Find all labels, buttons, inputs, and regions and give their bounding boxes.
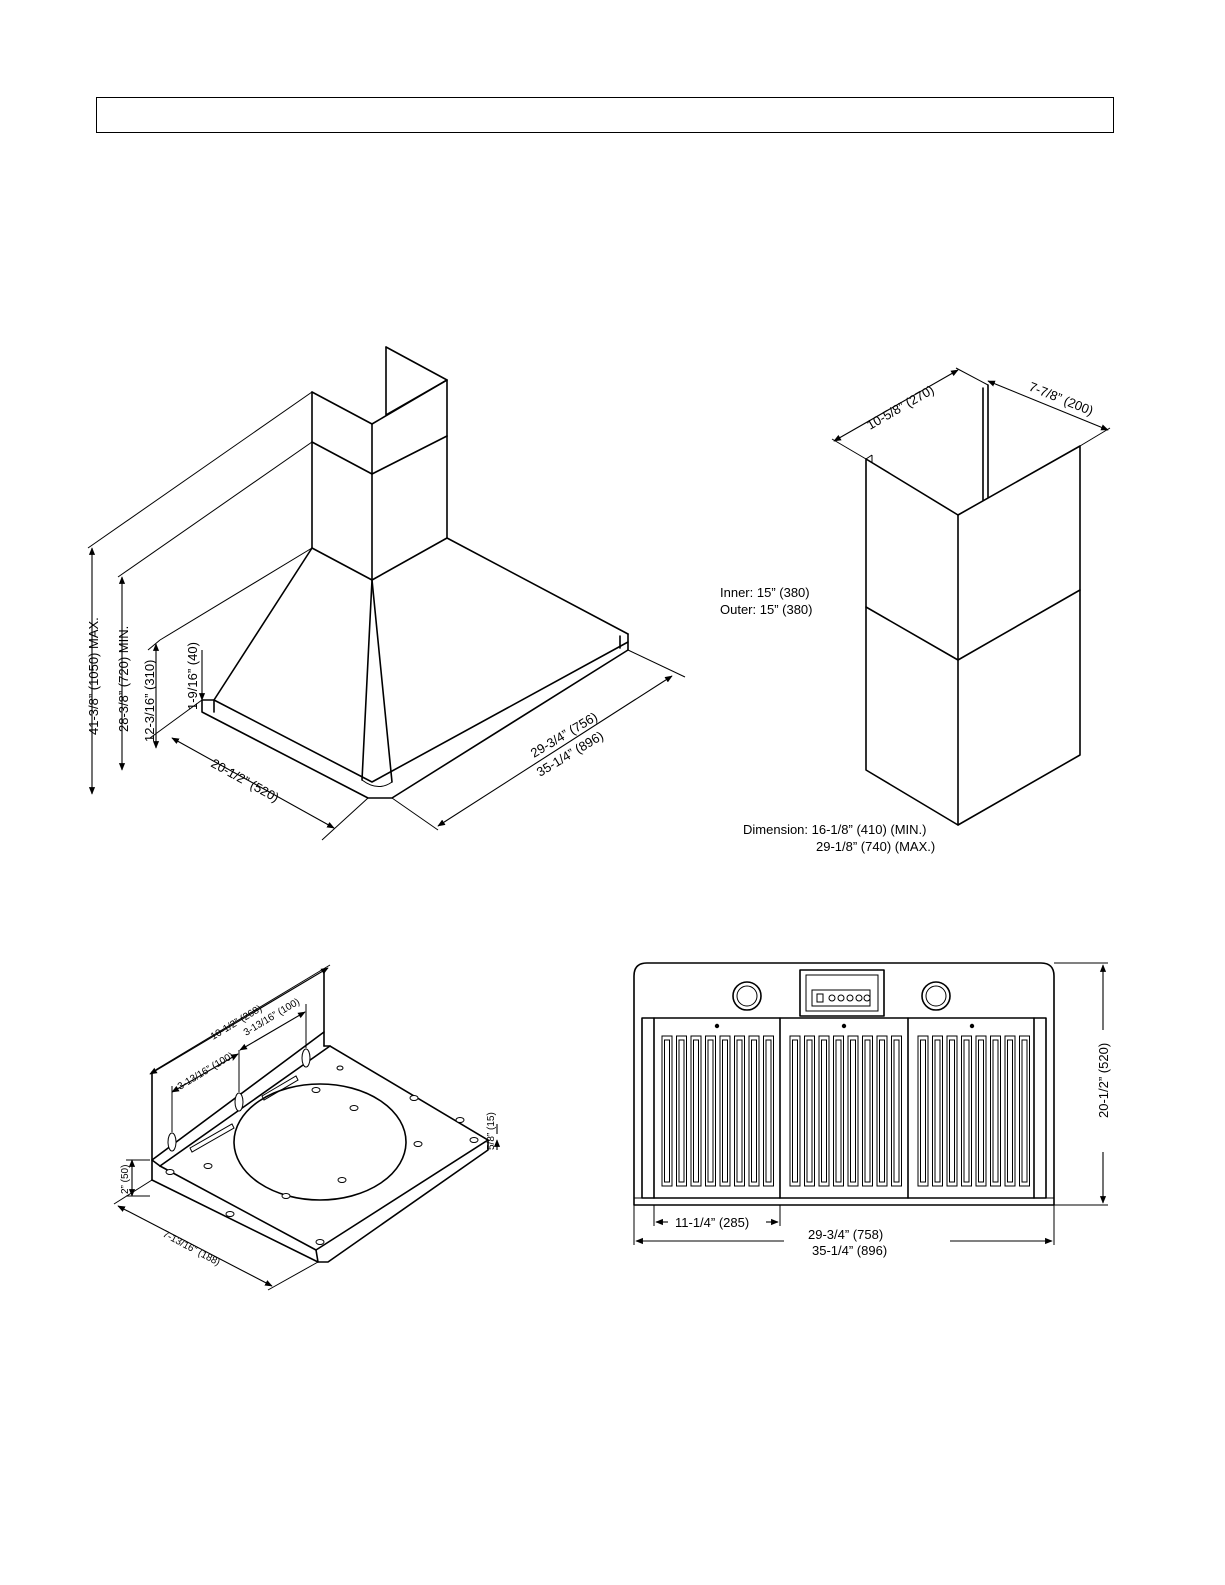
filter-slat-inner: [707, 1039, 714, 1183]
filter-slat: [789, 1035, 801, 1187]
filter-slat-inner: [821, 1039, 827, 1183]
filter-slat-inner: [1007, 1039, 1013, 1183]
filter-slat: [690, 1035, 702, 1187]
filter-slat: [847, 1035, 859, 1187]
filter-slat-inner: [879, 1039, 885, 1183]
filter-slat-inner: [1021, 1039, 1028, 1183]
filter-slat-inner: [864, 1039, 871, 1183]
bracket-depth-label: 7-13/16” (188): [161, 1229, 222, 1268]
filter-slat: [763, 1035, 774, 1187]
chimney-view: 10-5/8” (270) 7-7/8” (200) Inner: 15” (3…: [720, 367, 1111, 854]
filter-slat-inner: [693, 1039, 699, 1183]
chimney-width-label: 7-7/8” (200): [1027, 379, 1096, 418]
filter-slat: [946, 1035, 958, 1187]
filter-slat-inner: [934, 1039, 941, 1183]
filter-slat: [1004, 1035, 1016, 1187]
filter-slats: [661, 1035, 1030, 1187]
filter-slat: [748, 1035, 760, 1187]
overall-max-height-label: 41-3/8” (1050) MAX.: [86, 617, 101, 735]
filter-slat-inner: [751, 1039, 757, 1183]
filter-slat-inner: [678, 1039, 685, 1183]
hood-underside-view: 20-1/2” (520) 11-1/4” (285) 29-3/4” (758…: [633, 962, 1111, 1258]
bracket-lip-label: 5/8” (15): [486, 1112, 497, 1150]
hood-isometric-view: 41-3/8” (1050) MAX. 28-3/8” (720) MIN. 1…: [86, 346, 686, 841]
filter-slat: [818, 1035, 830, 1187]
chimney-outer-label: Outer: 15” (380): [720, 602, 813, 617]
header-frame: [96, 97, 1114, 133]
filter-slat: [862, 1035, 873, 1187]
filter-slat-inner: [765, 1039, 772, 1183]
filter-slat-inner: [963, 1039, 970, 1183]
filter-slat: [705, 1035, 716, 1187]
filter-slat: [876, 1035, 888, 1187]
chimney-inner-label: Inner: 15” (380): [720, 585, 810, 600]
underside-width-large-label: 35-1/4” (896): [812, 1243, 887, 1258]
mounting-bracket-view: 10-1/2” (268) 3-13/16” (100) 3-13/16” (1…: [113, 964, 501, 1291]
chimney-dimension-max-label: 29-1/8” (740) (MAX.): [816, 839, 935, 854]
filter-slat-inner: [806, 1039, 813, 1183]
filter-slat: [961, 1035, 972, 1187]
filter-slat-inner: [792, 1039, 798, 1183]
overall-min-height-label: 28-3/8” (720) MIN.: [116, 626, 131, 732]
filter-slat-inner: [978, 1039, 984, 1183]
filter-slat-inner: [736, 1039, 743, 1183]
filter-slat: [917, 1035, 929, 1187]
hood-depth-label: 20-1/2” (520): [209, 756, 282, 806]
filter-slat: [990, 1035, 1001, 1187]
filter-slat-inner: [722, 1039, 728, 1183]
underside-width-small-label: 29-3/4” (758): [808, 1227, 883, 1242]
filter-slat-inner: [992, 1039, 999, 1183]
filter-width-label: 11-1/4” (285): [675, 1215, 749, 1230]
lip-height-label: 1-9/16” (40): [185, 642, 200, 710]
filter-slat: [833, 1035, 844, 1187]
filter-slat: [661, 1035, 673, 1187]
underside-depth-label: 20-1/2” (520): [1096, 1043, 1111, 1118]
filter-slat-inner: [893, 1039, 900, 1183]
canopy-height-label: 12-3/16” (310): [142, 660, 157, 742]
filter-slat-inner: [949, 1039, 955, 1183]
filter-slat: [975, 1035, 987, 1187]
bracket-left-hole-spacing-label: 3-13/16” (100): [176, 1051, 236, 1093]
filter-slat-inner: [664, 1039, 670, 1183]
filter-slat: [676, 1035, 687, 1187]
filter-slat-inner: [835, 1039, 842, 1183]
filter-slat: [719, 1035, 731, 1187]
chimney-dimension-min-label: Dimension: 16-1/8” (410) (MIN.): [743, 822, 927, 837]
filter-slat: [891, 1035, 902, 1187]
filter-slat: [734, 1035, 745, 1187]
filter-slat-inner: [850, 1039, 856, 1183]
filter-slat: [1019, 1035, 1030, 1187]
bracket-height-label: 2” (50): [120, 1165, 131, 1194]
filter-slat: [804, 1035, 815, 1187]
filter-slat-inner: [920, 1039, 926, 1183]
filter-slat: [932, 1035, 943, 1187]
chimney-depth-label: 10-5/8” (270): [864, 382, 937, 433]
